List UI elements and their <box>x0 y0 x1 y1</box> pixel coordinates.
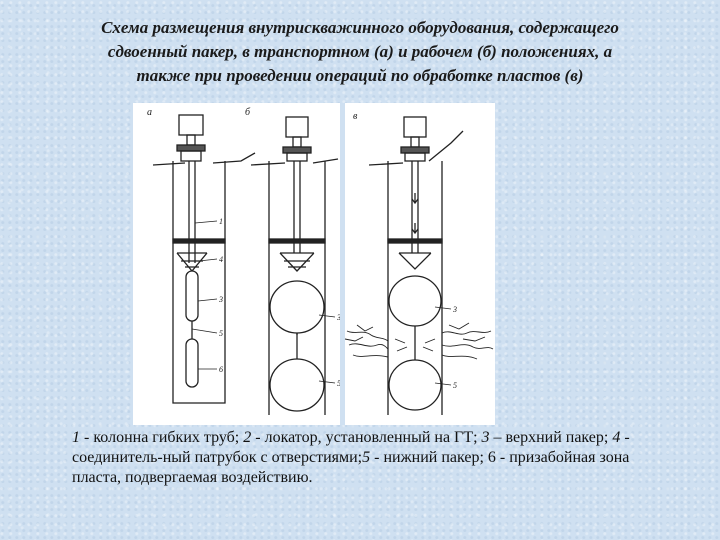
upper-packer-a <box>185 270 199 322</box>
panel-label-a: а <box>147 107 152 118</box>
connector-c <box>398 252 432 270</box>
panel-a: а <box>147 107 256 404</box>
wellhead-flange-c <box>400 146 430 154</box>
cable-line-a <box>212 152 256 164</box>
surface-line-b <box>250 162 286 166</box>
legend-text-5: - нижний пакер; 6 - призабойная зона пла… <box>72 449 630 486</box>
lower-packer-c <box>388 359 442 411</box>
legend-text-4: - соединитель-ный патрубок с отверстиями… <box>72 429 630 466</box>
legend-num-4: 4 <box>612 429 621 446</box>
panel-gap <box>340 103 345 425</box>
panel-label-b: б <box>245 107 251 118</box>
legend-num-3: 3 <box>481 429 490 446</box>
wellhead-body-b <box>286 152 308 162</box>
wellhead-injector-b <box>285 116 309 138</box>
lower-packer-a <box>185 338 199 388</box>
callout-b-5: 5 <box>337 379 341 388</box>
callout-lines-b <box>318 314 336 384</box>
wellhead-body-c <box>404 152 426 162</box>
legend-text-2: - локатор, установленный на ГТ; <box>251 429 482 446</box>
legend-num-1: 1 <box>72 429 80 446</box>
callout-a-6: 6 <box>219 365 223 374</box>
surface-line-c <box>368 162 404 166</box>
locator-band-c <box>387 238 443 244</box>
wellhead-body-a <box>180 150 202 162</box>
wellhead-injector-a <box>178 114 204 136</box>
legend-text-1: - колонна гибких труб; <box>80 429 244 446</box>
tubing-b <box>293 161 301 253</box>
legend-num-5: 5 <box>362 449 371 466</box>
callout-a-3: 3 <box>218 295 223 304</box>
diagram-svg: а <box>147 103 494 425</box>
wellhead-stem-c <box>410 136 420 148</box>
lower-packer-b <box>269 358 325 412</box>
legend-text-3: – верхний пакер; <box>489 429 613 446</box>
locator-band-a <box>172 238 226 244</box>
panel-label-c: в <box>353 111 358 122</box>
panel-b: б 3 5 <box>245 107 341 415</box>
surface-line-a <box>152 162 186 166</box>
callout-a-5: 5 <box>219 329 223 338</box>
legend-num-2: 2 <box>243 429 252 446</box>
legend-caption: 1 - колонна гибких труб; 2 - локатор, ус… <box>72 428 632 488</box>
connector-b <box>279 252 315 272</box>
title-line-2: сдвоенный пакер, в транспортном (а) и ра… <box>107 42 613 61</box>
callout-lines-c <box>434 306 452 386</box>
callout-a-4: 4 <box>219 255 223 264</box>
treated-zone-fractures <box>344 322 494 360</box>
locator-band-b <box>268 238 326 244</box>
flow-arrow-2 <box>411 223 419 235</box>
upper-packer-c <box>388 275 442 327</box>
wellhead-stem-b <box>292 136 302 148</box>
casing-a <box>172 161 226 404</box>
wellhead-stem-a <box>186 134 196 146</box>
cable-line-c <box>428 130 464 162</box>
casing-c <box>387 161 443 415</box>
wellhead-injector-c <box>403 116 427 138</box>
tubing-a <box>188 161 196 263</box>
tubing-c <box>411 161 419 253</box>
title-line-1: Схема размещения внутрискважинного обору… <box>101 18 619 37</box>
callout-lines-a <box>191 220 218 370</box>
wellhead-flange-b <box>282 146 312 154</box>
flow-arrow-1 <box>411 193 419 205</box>
slide-title: Схема размещения внутрискважинного обору… <box>40 16 680 88</box>
connector-a <box>176 252 208 273</box>
title-line-3: также при проведении операций по обработ… <box>136 66 584 85</box>
callout-c-5: 5 <box>453 381 457 390</box>
wellhead-flange-a <box>176 144 206 152</box>
panel-c: в <box>344 111 494 415</box>
upper-packer-b <box>269 280 325 334</box>
callout-a-1: 1 <box>219 217 223 226</box>
casing-b <box>268 161 326 415</box>
equipment-diagram: а <box>133 103 495 425</box>
callout-b-3: 3 <box>336 313 341 322</box>
callout-c-3: 3 <box>452 305 457 314</box>
